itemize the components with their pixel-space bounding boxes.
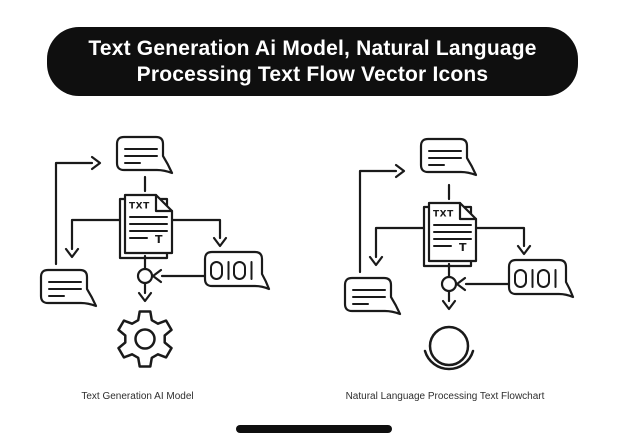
doc-letter: T [155,233,163,246]
circle-arc-icon [423,325,475,371]
speech-bubble-icon [39,268,98,308]
doc-label: TXT [129,202,150,212]
doc-label: TXT [433,210,454,220]
binary-code-bubble-icon [203,250,271,291]
banner-title-line2: Processing Text Flow Vector Icons [136,63,489,86]
binary-code-bubble-icon [507,258,575,299]
text-generation-diagram: TXT T [39,135,271,368]
txt-document-icon: TXT T [422,201,478,268]
speech-bubble-icon [115,135,174,175]
doc-letter: T [459,241,467,254]
speech-bubble-icon [343,276,402,316]
footer-bar [236,425,392,433]
caption-text-generation: Text Generation AI Model [81,391,194,402]
txt-document-icon: TXT T [118,193,174,260]
title-banner: Text Generation Ai Model, Natural Langua… [47,27,578,96]
gear-icon [117,310,173,368]
banner-title-line1: Text Generation Ai Model, Natural Langua… [88,37,537,60]
nlp-flowchart-diagram: TXT T [343,137,575,371]
caption-nlp-flowchart: Natural Language Processing Text Flowcha… [345,391,545,402]
speech-bubble-icon [419,137,478,177]
